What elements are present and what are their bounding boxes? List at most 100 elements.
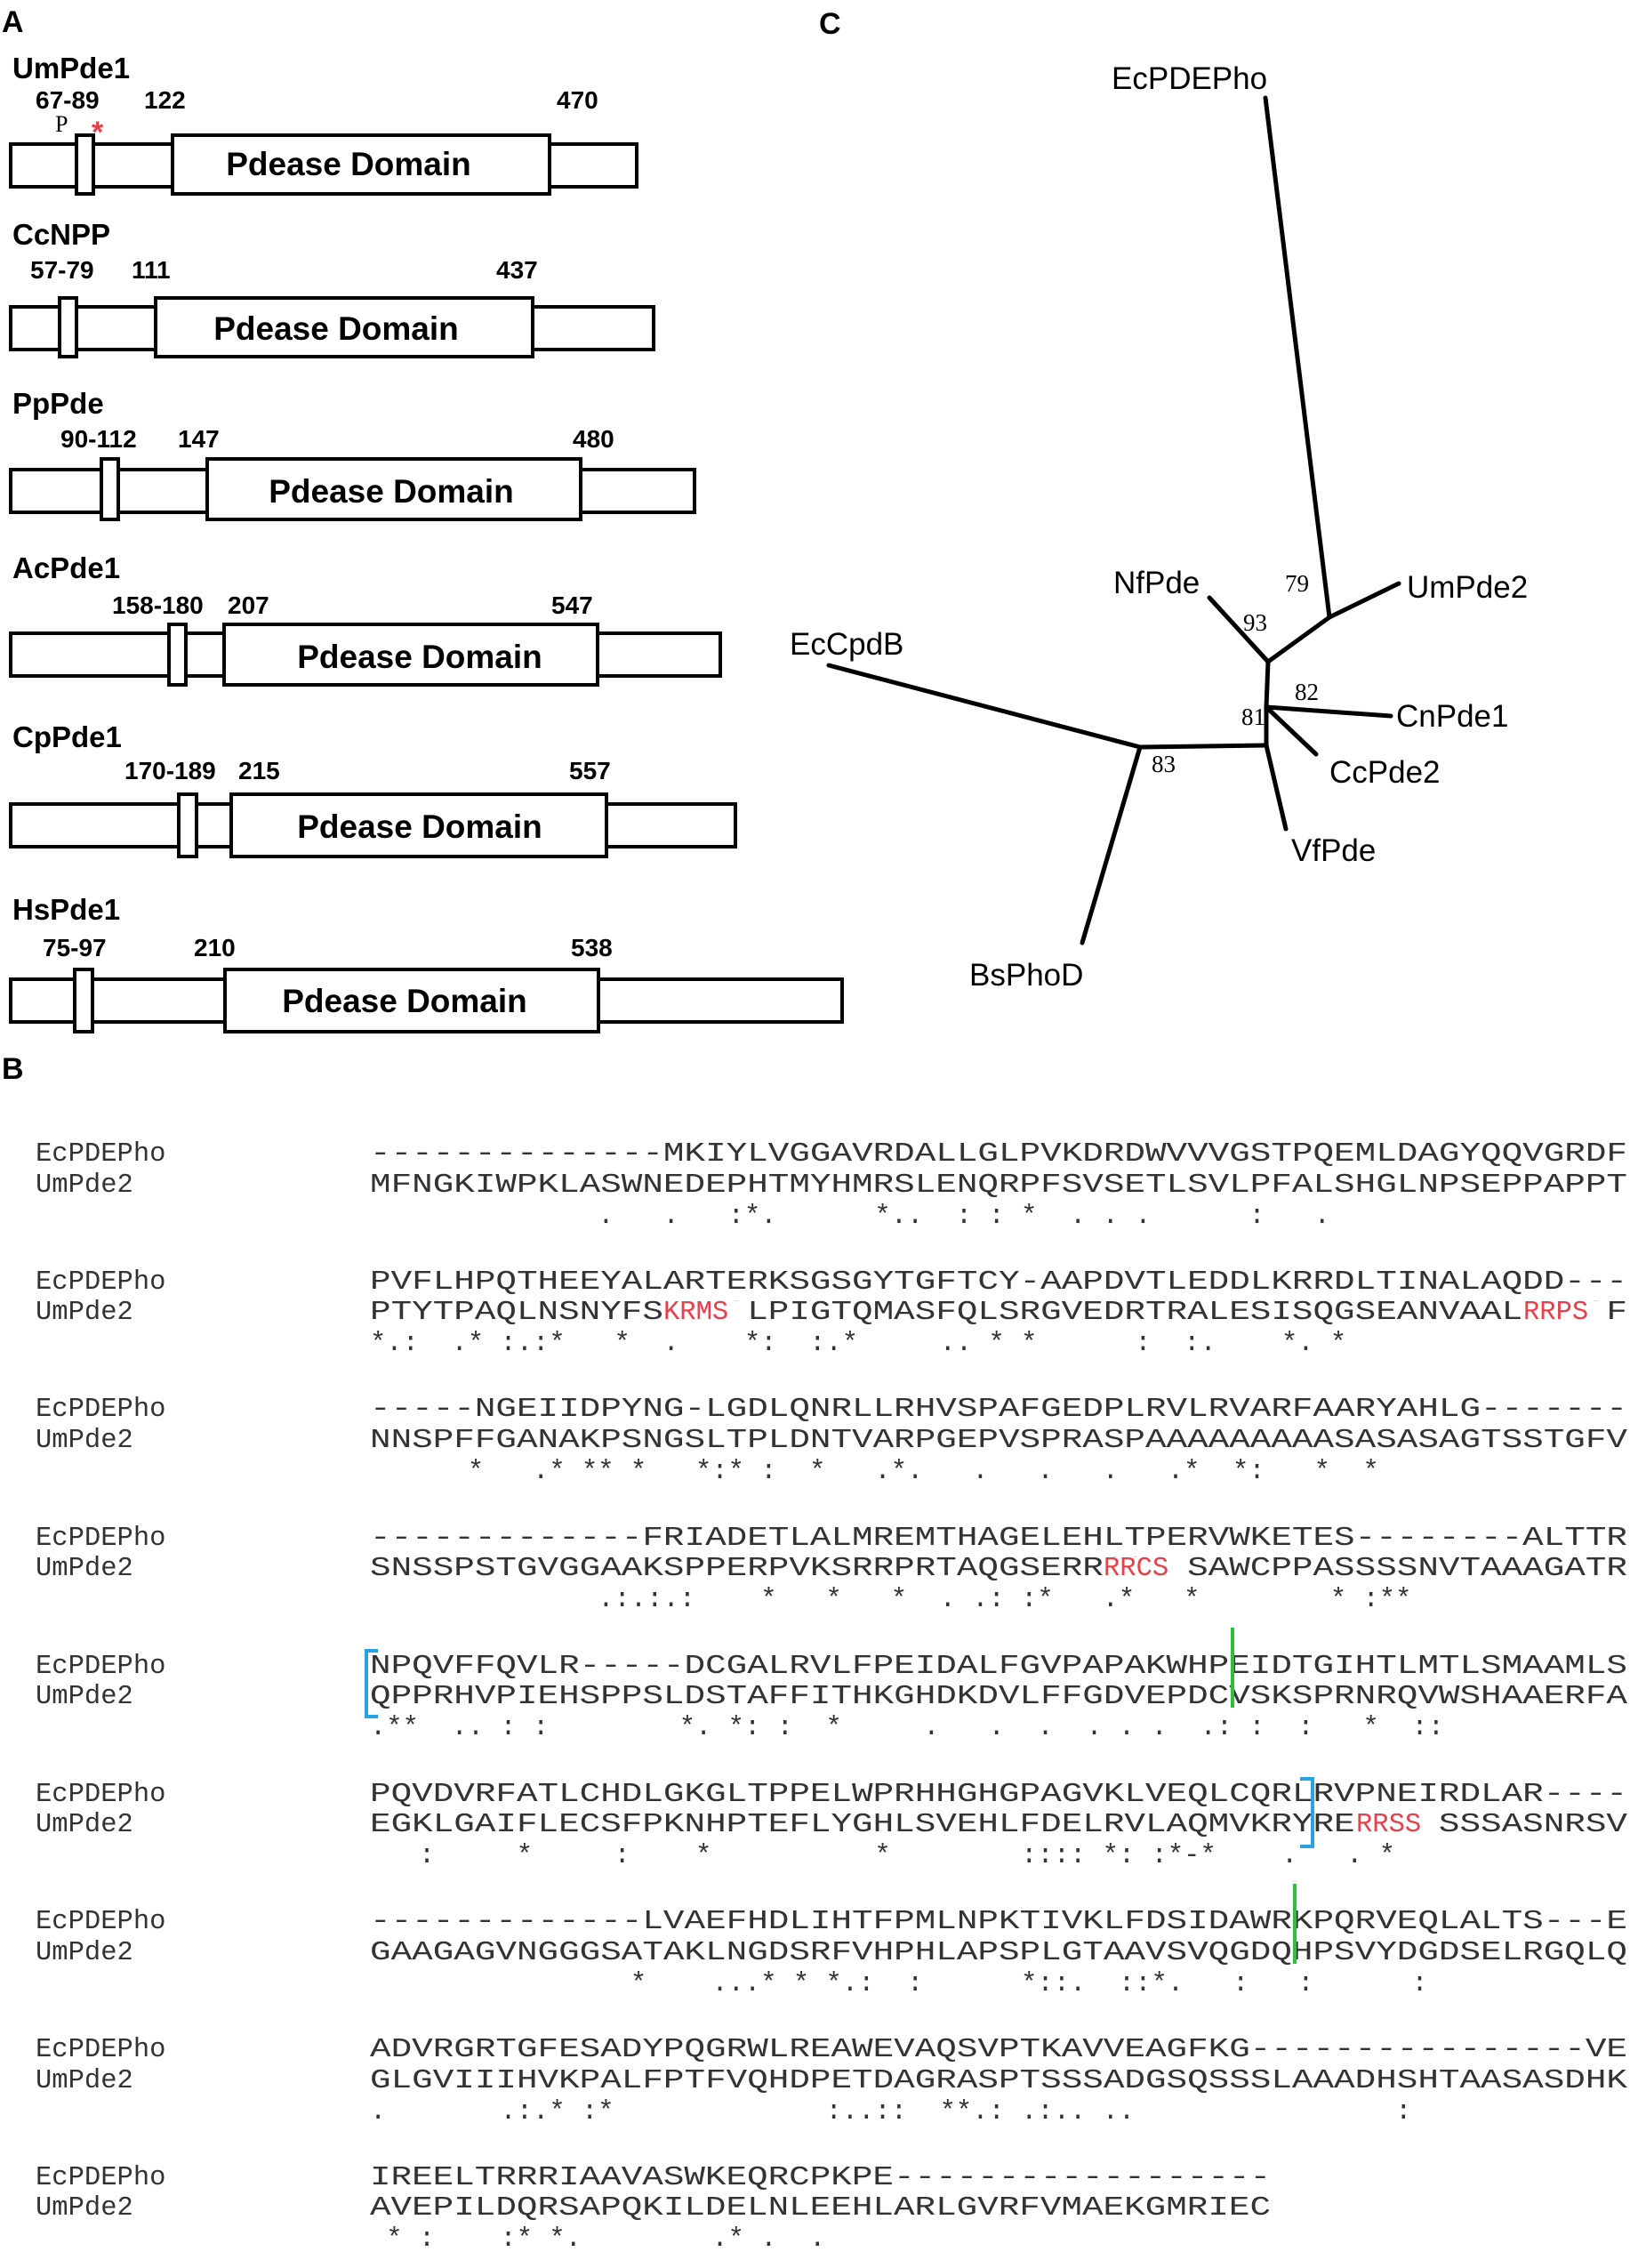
domain-end: 470 <box>557 86 598 114</box>
bootstrap-value: 79 <box>1285 570 1309 597</box>
branch-internal-82 <box>1264 659 1271 710</box>
pdease-domain-label: Pdease Domain <box>226 146 471 182</box>
transmembrane-segment <box>100 457 120 521</box>
seq2-residues: GLGVIIIHVKPALFPTFVQHDPETDAGRASPTSSSADGSQ… <box>370 2066 1628 2096</box>
seq1-residues: PVFLHPQTHEEYALARTERKSGSGYTGFTCY-AAPDVTLE… <box>370 1267 1627 1298</box>
pdease-domain-label: Pdease Domain <box>269 473 514 510</box>
alignment-block: EcPDEPho UmPde2 NPQVFFQVLR-----DCGALRVLF… <box>36 1652 1628 1743</box>
seq2-name: UmPde2 <box>36 1554 133 1584</box>
protein-ccnpp: CcNPP 57-79 111 437 Pdease Domain <box>9 218 655 358</box>
seq2-residues: SNSSPSTGVGGAAKSPPERPVKSRRPRTAQGSERRCSPPS… <box>370 1554 1627 1584</box>
seq2-name: UmPde2 <box>36 1298 133 1328</box>
pdease-domain <box>154 296 534 358</box>
seq1-residues: -------------FRIADETLALMREMTHAGELEHLTPER… <box>370 1524 1627 1554</box>
tm-range: 90-112 <box>60 425 137 453</box>
pdease-domain-label: Pdease Domain <box>282 983 527 1019</box>
motif-rrcs: RRCS <box>1104 1554 1168 1584</box>
seq2-name: UmPde2 <box>36 1938 133 1968</box>
bootstrap-value: 82 <box>1295 679 1319 705</box>
pdease-domain-label: Pdease Domain <box>297 639 542 675</box>
pdease-domain-label: Pdease Domain <box>213 310 459 347</box>
seq2-name: UmPde2 <box>36 1170 133 1201</box>
protein-name: HsPde1 <box>12 893 120 926</box>
seq2-name: UmPde2 <box>36 1810 133 1840</box>
transmembrane-segment <box>73 968 94 1033</box>
protein-cppde1: CpPde1 170-189 215 557 Pdease Domain <box>9 720 737 858</box>
seq1-residues: IREELTRRRIAAVASWKEQRCPKPE---------------… <box>370 2163 1271 2193</box>
seq2-residues: GAAGAGVNGGGSATAKLNGDSRFVHPHLAPSPLGTAAVSV… <box>370 1938 1627 1968</box>
taxon-label: EcCpdB <box>790 627 903 662</box>
branch-internal-93-79 <box>1265 615 1332 664</box>
branch-nfpde <box>1207 595 1271 664</box>
taxon-label: CcPde2 <box>1329 755 1441 790</box>
branch-cnpde1 <box>1264 704 1393 719</box>
protein-name: AcPde1 <box>12 551 120 584</box>
motif-highlight <box>1103 1557 1186 1582</box>
taxon-label: EcPDEPho <box>1112 61 1267 96</box>
seq2-residues: QPPRHVPIEHSPPSLDSTAFFITHKGHDKDVLFFGDVEPD… <box>370 1682 1628 1712</box>
tm-range: 75-97 <box>43 934 107 961</box>
motif-rrss: RRSS <box>1356 1810 1421 1840</box>
tm-range: 170-189 <box>124 757 216 784</box>
domain-end: 547 <box>551 591 593 619</box>
phospho-marker: P <box>55 111 68 137</box>
bootstrap-values: 79 93 82 81 83 <box>1152 570 1319 777</box>
branch-vfpde <box>1264 743 1289 832</box>
conservation-line: : * : * * :::: *: :*-* . . * <box>370 1841 1395 1871</box>
domain-end: 480 <box>573 425 614 453</box>
seq1-residues: ADVRGRTGFESADYPQGRWLREAWEVAQSVPTKAVVEAGF… <box>370 2035 1627 2065</box>
panel-a-label: A <box>2 5 24 39</box>
motif-highlight <box>1523 1301 1607 1326</box>
seq2-name: UmPde2 <box>36 2066 133 2096</box>
protein-acpde1: AcPde1 158-180 207 547 Pdease Domain <box>9 551 722 687</box>
seq1-name: EcPDEPho <box>36 1524 165 1554</box>
conservation-line: . . :*. *.. : : * . . . : . <box>370 1202 1362 1232</box>
seq2-residues: EGKLGAIFLECSFPKNHPTEFLYGHLSVEHLFDELRVLAQ… <box>370 1810 1628 1840</box>
protein-name: CpPde1 <box>12 720 122 753</box>
taxon-label: BsPhoD <box>969 958 1083 993</box>
branch-bsphod <box>1080 744 1143 945</box>
alignment-block: EcPDEPho UmPde2 IREELTRRRIAAVASWKEQRCPKP… <box>36 2163 1271 2255</box>
seq1-name: EcPDEPho <box>36 1139 165 1170</box>
motif-rrps: RRPS <box>1523 1298 1588 1328</box>
seq1-name: EcPDEPho <box>36 2035 165 2065</box>
conservation-line: * : :* *. .* . . <box>370 2224 1086 2255</box>
seq1-residues: NPQVFFQVLR-----DCGALRVLFPEIDALFGVPAPAKWH… <box>370 1652 1627 1682</box>
protein-pppde: PpPde 90-112 147 480 Pdease Domain <box>9 387 696 521</box>
transmembrane-segment <box>167 623 188 687</box>
conservation-line: . .:.* :* :..:: **.: .:.. .. : <box>370 2097 1411 2127</box>
motif-highlight <box>1355 1814 1439 1838</box>
branch-ccpde2 <box>1264 704 1319 757</box>
branch-internal-83 <box>1137 743 1269 750</box>
conservation-line: * .* ** * *:* : * .*. . . . .* *: * * <box>370 1457 1379 1487</box>
seq1-name: EcPDEPho <box>36 1780 165 1810</box>
seq2-residues: PTYTPAQLNSNYFSKRMSLPIGTQMASFQLSRGVEDRTRA… <box>370 1298 1627 1328</box>
transmembrane-segment <box>177 792 198 858</box>
domain-start: 111 <box>132 256 171 284</box>
protein-name: PpPde <box>12 387 104 420</box>
branch-ecpdepho <box>1263 95 1332 620</box>
pdease-domain <box>171 133 551 196</box>
taxon-label: VfPde <box>1291 833 1376 868</box>
seq1-residues: PQVDVRFATLCHDLGKGLTPPELWPRHHGHGPAGVKLVEQ… <box>370 1780 1627 1810</box>
bracket-end <box>1300 1777 1314 1848</box>
motif-highlight <box>662 1301 747 1326</box>
bracket-start <box>365 1649 378 1718</box>
protein-hspde1: HsPde1 75-97 210 538 Pdease Domain <box>9 893 844 1033</box>
bootstrap-value: 81 <box>1241 704 1265 730</box>
sequence-alignment: EcPDEPho UmPde2 --------------MKIYLVGGAV… <box>36 1139 1628 2255</box>
seq2-residues: NNSPFFGANAKPSNGSLTPLDNTVARPGEPVSPRASPAAA… <box>370 1426 1628 1456</box>
bootstrap-value: 83 <box>1152 751 1176 777</box>
domain-end: 557 <box>569 757 611 784</box>
pdease-domain <box>222 623 599 687</box>
seq2-residues: AVEPILDQRSAPQKILDELNLEEHLARLGVRFVMAEKGMR… <box>370 2193 1271 2224</box>
panel-b-label: B <box>2 1052 24 1086</box>
protein-name: CcNPP <box>12 218 110 251</box>
seq1-name: EcPDEPho <box>36 1267 165 1298</box>
alignment-block: EcPDEPho UmPde2 -------------LVAEFHDLIHT… <box>36 1907 1627 1999</box>
seq2-name: UmPde2 <box>36 1682 133 1712</box>
tm-range: 67-89 <box>36 86 100 114</box>
panel-a-domain-diagrams: UmPde1 67-89 122 470 P * Pdease Domain C… <box>9 52 844 1033</box>
phylogenetic-tree <box>826 95 1401 945</box>
